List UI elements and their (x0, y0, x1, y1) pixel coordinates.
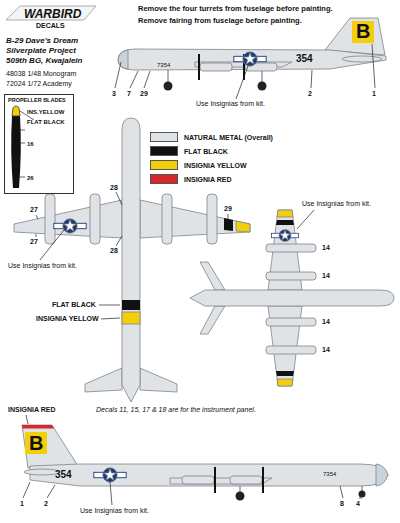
right-side-view (22, 425, 388, 501)
legend-text: FLAT BLACK (184, 148, 228, 155)
callout-number: 28 (110, 247, 118, 254)
callout-number: 8 (340, 500, 344, 507)
callout-number: 1 (372, 90, 376, 97)
legend-text: NATURAL METAL (Overall) (184, 134, 273, 141)
legend-swatch (150, 174, 178, 184)
top-view (14, 118, 250, 402)
bottom-view (190, 210, 394, 386)
color-callout: FLAT BLACK (27, 119, 65, 125)
callout-number: 27 (30, 206, 38, 213)
callout-number: 29 (224, 205, 232, 212)
propeller-blade (11, 106, 21, 188)
insignia-note: Use Insignias from kit. (196, 100, 265, 107)
color-callout: FLAT BLACK (52, 301, 96, 308)
legend-swatch (150, 132, 178, 142)
callout-number: 14 (322, 318, 330, 325)
color-callout: INSIGNIA YELLOW (36, 315, 99, 322)
insignia-note: Use Insignias from kit. (80, 507, 149, 514)
callout-number: 3 (112, 90, 116, 97)
legend-row: INSIGNIA RED (150, 174, 290, 185)
color-callout: 26 (27, 175, 34, 181)
callout-number: 1 (20, 500, 24, 507)
legend-swatch (150, 160, 178, 170)
box-heading: PROPELLER BLADES (8, 98, 66, 104)
tail-letter: B (356, 21, 370, 41)
legend-row: FLAT BLACK (150, 146, 290, 157)
callout-number: 29 (140, 90, 148, 97)
kit-reference: 48038 1/48 Monogram (6, 70, 76, 77)
callout-number: 2 (308, 90, 312, 97)
callout-number: 14 (322, 272, 330, 279)
legend-row: INSIGNIA YELLOW (150, 160, 290, 171)
callout-number: 2 (44, 500, 48, 507)
callout-number: 14 (322, 346, 330, 353)
serial-number: 7354 (323, 471, 336, 477)
left-side-view (118, 18, 386, 91)
leader-lines (19, 44, 375, 505)
instruction-note: Decals 11, 15, 17 & 18 are for the instr… (96, 406, 256, 413)
color-callout: 16 (27, 141, 34, 147)
callout-number: 14 (322, 244, 330, 251)
insignia-note: Use Insignias from kit. (8, 262, 77, 269)
legend-text: INSIGNIA YELLOW (184, 162, 247, 169)
kit-reference: 72024 1/72 Academy (6, 80, 72, 87)
color-callout: INS.YELLOW (27, 109, 64, 115)
sheet-title: B-29 Dave's Dream Silverplate Project 50… (6, 36, 90, 66)
logo-text: WARBIRD (24, 8, 81, 20)
insignia-note: Use Insignias from kit. (302, 200, 371, 207)
instruction-note: Remove fairing from fuselage before pain… (138, 17, 302, 25)
callout-number: 4 (356, 500, 360, 507)
instruction-note: Remove the four turrets from fuselage be… (138, 5, 333, 13)
legend-text: INSIGNIA RED (184, 176, 232, 183)
tail-letter: B (29, 433, 43, 453)
callout-number: 7 (127, 90, 131, 97)
logo-mark (6, 6, 96, 20)
aircraft-number: 354 (55, 470, 72, 480)
legend-row: NATURAL METAL (Overall) (150, 132, 290, 143)
logo-text: DECALS (36, 22, 65, 29)
legend-swatch (150, 146, 178, 156)
aircraft-number: 354 (296, 54, 313, 64)
color-callout: INSIGNIA RED (8, 406, 56, 413)
serial-number: 7354 (157, 62, 170, 68)
callout-number: 28 (110, 184, 118, 191)
propeller-box: PROPELLER BLADES INS.YELLOW FLAT BLACK 16 26 (4, 94, 74, 194)
callout-number: 27 (30, 238, 38, 245)
